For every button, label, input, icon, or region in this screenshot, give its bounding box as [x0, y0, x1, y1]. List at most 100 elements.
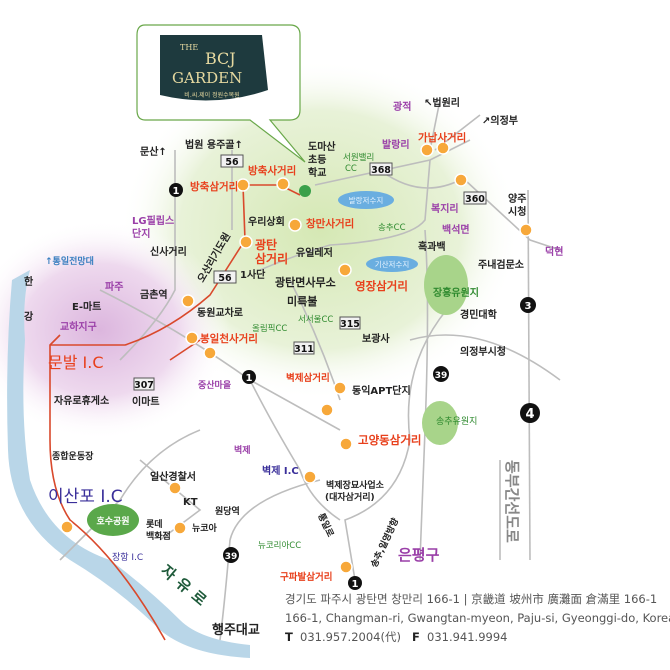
label-newcore: 뉴코아 — [192, 522, 218, 534]
svg-text:4: 4 — [525, 407, 534, 422]
label-yuil-leisure: 유일레저 — [296, 246, 333, 259]
label-kt: KT — [183, 497, 198, 508]
address-block: 경기도 파주시 광탄면 창만리 166-1 | 京畿道 坡州市 廣灘面 倉滿里 … — [285, 592, 670, 644]
label-songchu-resort: 송추유원지 — [436, 416, 477, 427]
label-domasan: 도마산 — [308, 140, 336, 153]
label-kyungmin: 경민대학 — [460, 308, 498, 321]
label-yangju-2: 시청 — [508, 205, 526, 218]
label-jungsan: 중산마을 — [198, 379, 231, 391]
label-gwangtan-2: 삼거리 — [255, 251, 288, 266]
logo-bcj: BCJ — [205, 49, 236, 68]
label-han: 한 — [24, 276, 34, 288]
route-marker-1b: 1 — [242, 370, 256, 384]
junction-nodes — [60, 141, 533, 574]
label-dongik-apt: 동익APT단지 — [352, 384, 411, 397]
label-byeokje-crematory: 벽제장묘사업소 — [326, 479, 385, 491]
address-line-2: 166-1, Changman-ri, Gwangtan-myeon, Paju… — [285, 611, 670, 625]
svg-text:56: 56 — [218, 273, 232, 284]
svg-text:1: 1 — [352, 579, 359, 590]
route-marker-1a: 1 — [169, 183, 183, 197]
label-gwangtan-office: 광탄면사무소 — [275, 275, 336, 289]
road-shield-360: 360 — [463, 191, 487, 205]
label-unification-observatory: ↑통일전망대 — [45, 255, 94, 267]
label-dongwon: 동원교차로 — [197, 306, 243, 319]
label-jangheung: 장흥유원지 — [433, 286, 479, 299]
route-marker-4: 4 — [520, 403, 540, 423]
label-munbal-ic: 문발 I.C — [48, 353, 104, 372]
label-janghang-ic: 장항 I.C — [112, 552, 143, 563]
svg-text:360: 360 — [465, 194, 485, 205]
label-baekseok: 백석면 — [442, 223, 470, 236]
songchu-park — [422, 401, 458, 445]
svg-text:311: 311 — [294, 344, 314, 355]
label-lg-philips: LG필립스 — [132, 214, 174, 227]
label-wondang: 원당역 — [215, 505, 240, 517]
bcj-garden-marker-icon — [299, 185, 311, 197]
label-gwangtan: 광탄 — [255, 237, 277, 252]
label-haengju-bridge: 행주대교 — [212, 622, 260, 638]
label-gyoha: 교하지구 — [60, 320, 97, 333]
logo-callout: THE BCJ GARDEN 비.씨.제이 정원수목원 — [136, 24, 306, 163]
label-songchu-cc: 송추CC — [378, 223, 406, 233]
svg-text:315: 315 — [340, 319, 360, 330]
label-jayuro-rest: 자유로휴게소 — [54, 394, 109, 407]
label-beobwon-yongjugol: 법원 용주골↑ — [185, 138, 243, 151]
road-shield-307: 307 — [133, 377, 155, 391]
svg-text:1: 1 — [246, 373, 253, 384]
fax-label: F — [412, 630, 420, 644]
label-stadium: 종합운동장 — [52, 450, 94, 462]
label-yeongjang-3way: 영장삼거리 — [355, 279, 408, 293]
label-bangchuk-3way: 방축삼거리 — [190, 180, 238, 193]
route-marker-39b: 39 — [223, 547, 239, 563]
label-seowon-cc-2: CC — [345, 164, 357, 174]
lake-park — [87, 504, 139, 536]
han-river — [7, 270, 250, 658]
label-bongilcheon: 봉일천사거리 — [200, 332, 258, 345]
label-lg-philips-2: 단지 — [132, 227, 150, 240]
label-bogwangsa: 보광사 — [362, 332, 390, 345]
jangheung-park — [424, 255, 468, 315]
label-byeokje-ic: 벽제 I.C — [262, 464, 299, 477]
gisan-lake — [366, 256, 418, 272]
label-geumchon: 금촌역 — [140, 288, 168, 301]
route-marker-1c: 1 — [348, 576, 362, 590]
svg-text:307: 307 — [134, 380, 154, 391]
label-byeokje-3way: 벽제삼거리 — [286, 372, 330, 384]
label-byeokje: 벽제 — [234, 444, 251, 456]
label-heukgwabaek: 흑과백 — [418, 240, 446, 253]
label-emart: E-마트 — [72, 300, 101, 313]
label-gwangjeok: 광적 — [393, 100, 411, 113]
label-byeokje-crematory-2: (대자삼거리) — [325, 491, 375, 503]
tel-label: T — [285, 630, 293, 644]
label-jayuro: 자유로 — [157, 561, 214, 613]
route-marker-39a: 39 — [433, 366, 449, 382]
label-deokhyeon: 덕현 — [545, 245, 563, 258]
svg-text:368: 368 — [371, 165, 391, 176]
label-east-expressway: 동부간선도로 — [503, 460, 521, 543]
logo-garden: GARDEN — [172, 69, 242, 87]
label-isanpo-ic: 이산포 I.C — [48, 487, 123, 507]
logo-subtitle: 비.씨.제이 정원수목원 — [184, 91, 239, 99]
label-eunpyeong: 은평구 — [398, 546, 440, 564]
ballang-lake — [338, 191, 394, 209]
logo-the: THE — [180, 43, 198, 52]
label-olympic-cc: 올림픽CC — [252, 323, 287, 334]
label-goyangdong: 고양동삼거리 — [358, 433, 421, 447]
label-songchu-direction: 송추,일영방향 — [368, 515, 402, 569]
svg-text:39: 39 — [225, 552, 238, 562]
label-munsan: 문산↑ — [140, 145, 167, 158]
road-shield-315: 315 — [339, 316, 361, 330]
label-ganap-4way: 가납사거리 — [418, 131, 466, 144]
label-ballangri: 발랑리 — [382, 138, 410, 151]
road-shield-368: 368 — [369, 162, 393, 176]
label-seowon-cc: 서원밸리 — [343, 152, 374, 163]
fax-number: 031.941.9994 — [427, 630, 507, 644]
gisan-lake-label: 기산저수지 — [375, 259, 410, 269]
label-junae: 주내검문소 — [478, 258, 524, 271]
label-lotte-2: 백화점 — [146, 530, 171, 542]
road-shield-311: 311 — [293, 341, 315, 355]
purple-region — [0, 220, 230, 440]
address-line-1: 경기도 파주시 광탄면 창만리 166-1 | 京畿道 坡州市 廣灘面 倉滿里 … — [285, 592, 657, 606]
label-sin-4way: 신사거리 — [150, 245, 187, 258]
